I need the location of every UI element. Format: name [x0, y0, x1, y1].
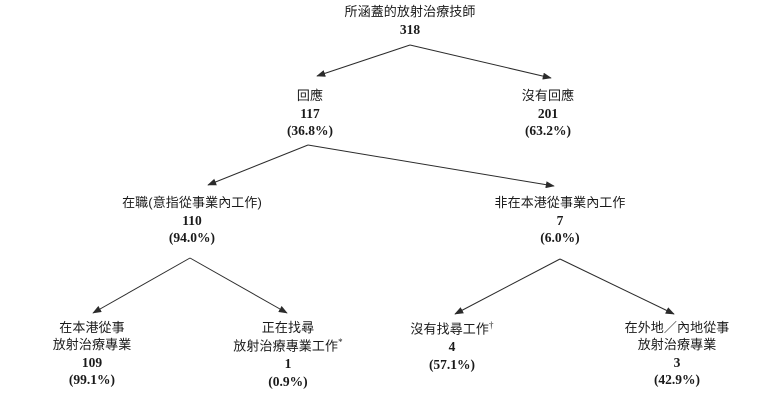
node-no-response: 沒有回應 201 (63.2%)	[522, 88, 574, 140]
node-not-seeking-work-label-line1: 沒有找尋工作†	[410, 320, 493, 338]
edge-root-to-no-response	[409, 44, 552, 80]
edge-not-in-hk-to-not-seeking	[454, 258, 561, 315]
footnote-marker-dagger: †	[489, 320, 494, 330]
node-overseas-label-line1: 在外地／內地從事	[624, 320, 730, 335]
edge-not-in-hk-to-overseas	[559, 258, 675, 315]
edge-employed-to-seeking-work	[189, 257, 288, 314]
node-no-response-percent: (63.2%)	[524, 123, 572, 139]
node-overseas-percent: (42.9%)	[653, 372, 701, 388]
node-working-in-hk: 在本港從事 放射治療專業 109 (99.1%)	[53, 320, 132, 389]
node-employed-percent: (94.0%)	[168, 230, 216, 246]
node-root-count: 318	[399, 21, 421, 37]
node-seeking-work-count: 1	[284, 356, 292, 372]
node-not-seeking-work-count: 4	[448, 339, 456, 355]
edge-responded-to-employed	[207, 144, 309, 186]
node-responded: 回應 117 (36.8%)	[287, 88, 333, 140]
node-root-label: 所涵蓋的放射治療技師	[344, 4, 476, 19]
footnote-marker-asterisk: *	[338, 336, 343, 347]
node-working-in-hk-percent: (99.1%)	[68, 372, 116, 388]
node-not-seeking-work: 沒有找尋工作† 4 (57.1%)	[410, 320, 493, 373]
node-no-response-count: 201	[537, 105, 559, 121]
node-not-seeking-work-percent: (57.1%)	[428, 356, 476, 372]
node-seeking-work: 正在找尋 放射治療專業工作* 1 (0.9%)	[233, 320, 342, 390]
node-seeking-work-percent: (0.9%)	[268, 373, 308, 389]
node-overseas-count: 3	[673, 354, 681, 370]
node-seeking-work-label-line1: 正在找尋	[261, 320, 315, 335]
node-not-in-hk-count: 7	[556, 212, 564, 228]
node-responded-count: 117	[300, 105, 320, 121]
node-not-in-hk-percent: (6.0%)	[540, 230, 580, 246]
node-responded-percent: (36.8%)	[286, 123, 334, 139]
node-no-response-label: 沒有回應	[521, 88, 575, 103]
node-seeking-work-label-line2: 放射治療專業工作*	[233, 337, 342, 355]
node-root: 所涵蓋的放射治療技師 318	[344, 4, 475, 38]
node-working-overseas-mainland: 在外地／內地從事 放射治療專業 3 (42.9%)	[625, 320, 730, 389]
node-working-in-hk-count: 109	[81, 354, 103, 370]
node-employed-label: 在職(意指從事業內工作)	[122, 195, 262, 210]
node-not-in-hk-profession: 非在本港從事業內工作 7 (6.0%)	[494, 195, 625, 247]
node-working-in-hk-label-line1: 在本港從事	[59, 320, 125, 335]
node-responded-label: 回應	[296, 88, 324, 103]
node-not-in-hk-label: 非在本港從事業內工作	[494, 195, 626, 210]
edge-responded-to-not-in-hk	[307, 144, 555, 189]
node-employed-in-profession: 在職(意指從事業內工作) 110 (94.0%)	[122, 195, 262, 247]
edge-employed-to-working-in-hk	[92, 257, 191, 314]
node-overseas-label-line2: 放射治療專業	[637, 336, 717, 352]
node-employed-count: 110	[182, 212, 202, 228]
edge-root-to-responded	[316, 44, 411, 77]
node-not-seeking-work-label-text: 沒有找尋工作	[410, 321, 489, 337]
node-working-in-hk-label-line2: 放射治療專業	[52, 336, 132, 352]
node-seeking-work-label-line2-text: 放射治療專業工作	[233, 338, 339, 354]
